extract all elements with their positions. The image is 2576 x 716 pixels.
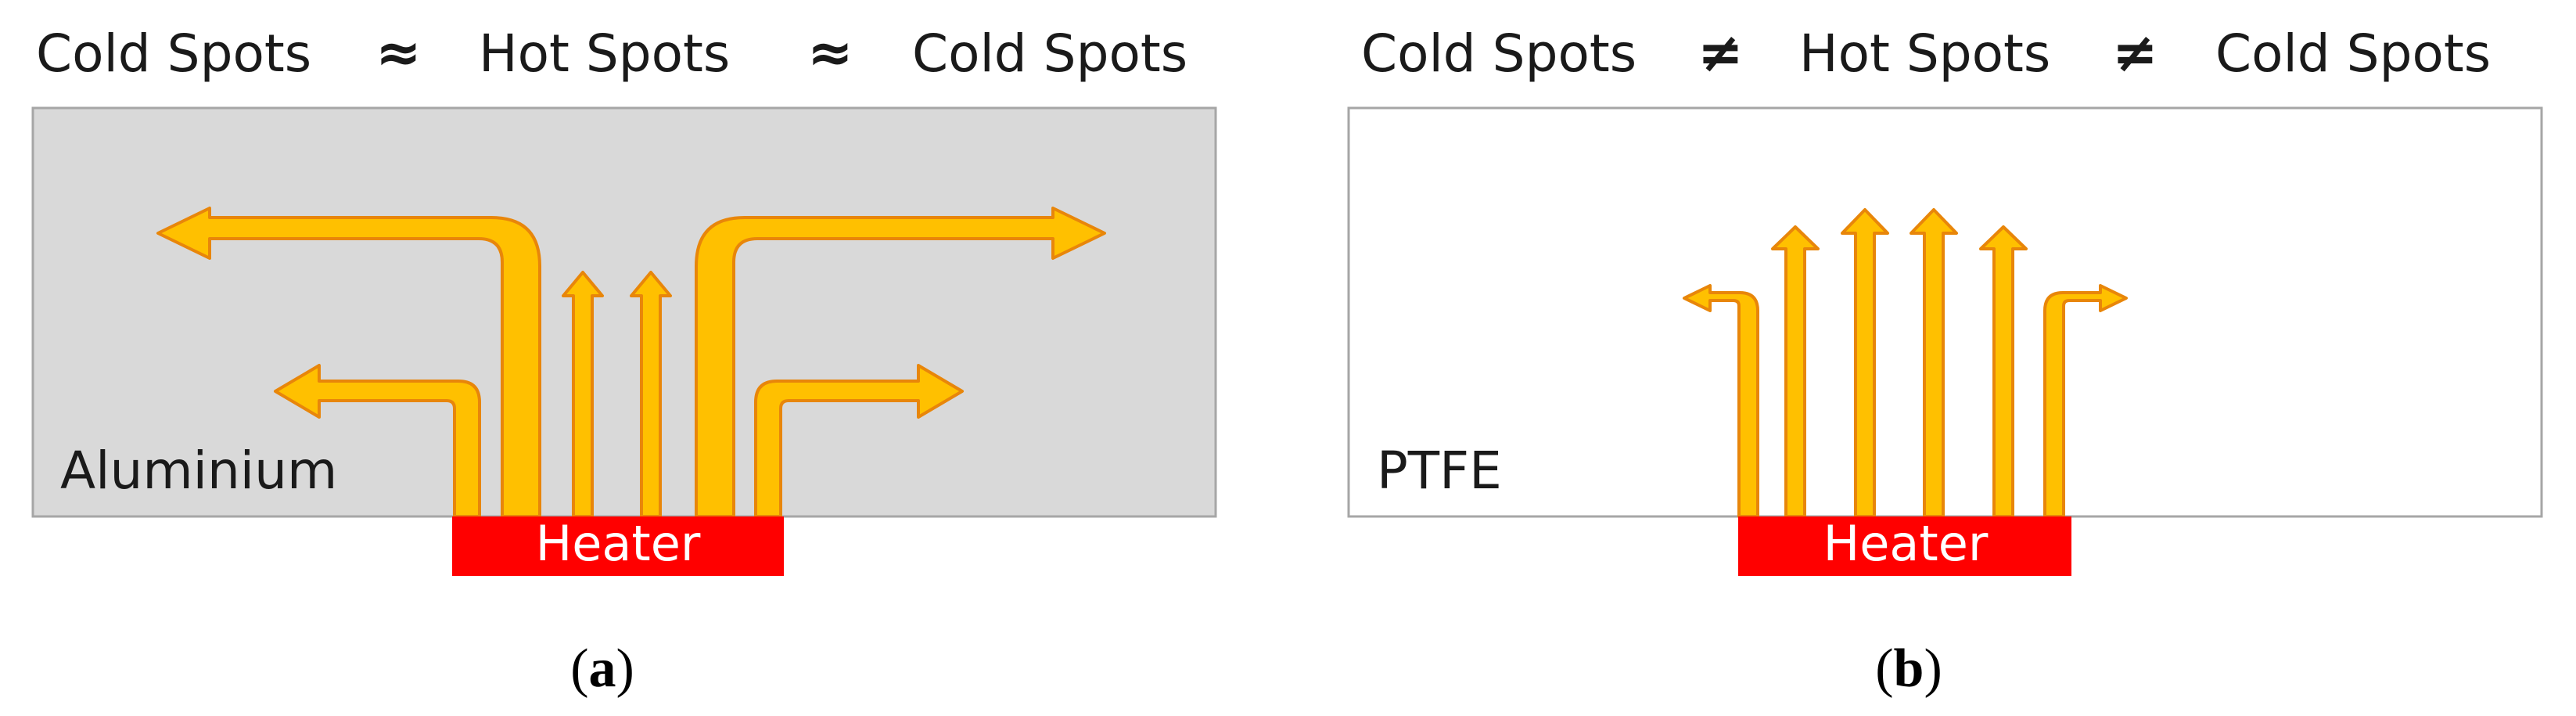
panel-a-header-right: Cold Spots [912,23,1187,84]
panel-b-header-sym-2: ≠ [2112,20,2158,85]
panel-a-header-middle: Hot Spots [479,23,730,84]
panel-b-header-sym-1: ≠ [1698,20,1744,85]
panel-a-caption-close: ) [616,639,634,699]
ptfe-block [1347,106,2543,518]
heat-arrow-b-up-2 [1841,208,1889,518]
heat-arrow-b-right-bend [2043,284,2128,518]
panel-a-caption: (a) [570,639,634,699]
panel-b-heater-label: Heater [1823,515,1989,572]
panel-a-header-left: Cold Spots [36,23,311,84]
panel-a-heater [452,516,784,576]
heat-arrow-outer-right [695,207,1106,518]
panel-b-caption-open: ( [1875,639,1893,699]
panel-b-material-label: PTFE [1377,441,1502,501]
panel-b-header-left: Cold Spots [1361,23,1636,84]
panel-a: Cold Spots ≈ Hot Spots ≈ Cold Spots Alum… [31,20,1217,699]
panel-b-heater [1738,516,2071,576]
panel-a-heater-label: Heater [536,515,701,572]
panel-b: Cold Spots ≠ Hot Spots ≠ Cold Spots PTFE… [1347,20,2543,699]
panel-a-header-sym-1: ≈ [375,20,422,85]
heat-arrow-inner-left [274,364,481,518]
aluminium-block [31,106,1217,518]
panel-b-caption-letter: b [1894,639,1924,699]
heat-arrow-center-1 [562,271,604,518]
heat-arrow-b-up-1 [1771,225,1820,518]
panel-b-header-middle: Hot Spots [1799,23,2050,84]
heat-arrow-b-up-4 [1979,225,2028,518]
panel-b-caption: (b) [1875,639,1942,699]
panel-a-material-label: Aluminium [60,441,337,501]
heat-arrow-outer-left [156,207,541,518]
panel-a-caption-open: ( [570,639,588,699]
panel-b-header-right: Cold Spots [2215,23,2491,84]
panel-b-arrows [1683,208,2128,518]
heat-arrow-b-left-bend [1683,284,1759,518]
heat-arrow-b-up-3 [1910,208,1958,518]
panel-a-arrows [156,207,1106,518]
heat-arrow-center-2 [630,271,672,518]
panel-b-caption-close: ) [1924,639,1942,699]
heat-arrow-inner-right [754,364,964,518]
panel-a-caption-letter: a [589,639,616,699]
panel-a-header-sym-2: ≈ [807,20,853,85]
